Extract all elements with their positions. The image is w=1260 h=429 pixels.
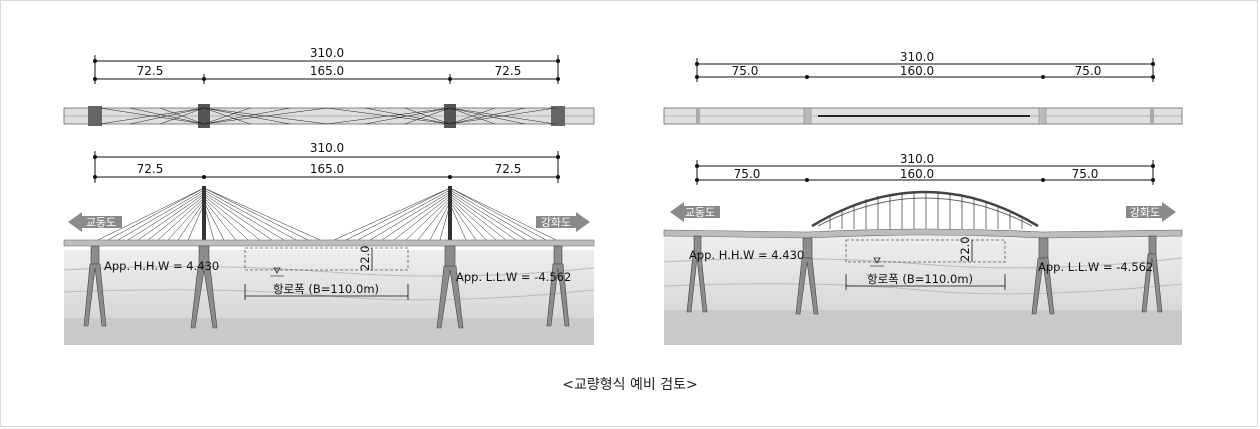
left-pylon-1 [202, 186, 206, 244]
left-plan-view [63, 104, 595, 128]
left-elev-span-2: 165.0 [310, 162, 344, 176]
left-elev-total-span: 310.0 [310, 141, 344, 155]
left-navigation-width: 항로폭 (B=110.0m) [273, 282, 379, 296]
right-arrow-ganghwa-label: 강화도 [1130, 206, 1160, 219]
left-arrow-ganghwa-label: 강화도 [541, 216, 571, 229]
left-plan-span-3: 72.5 [495, 64, 522, 78]
right-elev-total-span: 310.0 [900, 152, 934, 166]
right-elev-span-3: 75.0 [1072, 167, 1099, 181]
left-elev-span-1: 72.5 [137, 162, 164, 176]
left-stay-cables [97, 187, 557, 241]
right-clearance-height: 22.0 [958, 236, 972, 262]
left-deck [63, 239, 595, 247]
figure-caption: <교량형식 예비 검토> [562, 377, 698, 393]
right-deck [663, 228, 1183, 239]
right-arrow-gyodong-label: 교동도 [685, 206, 715, 219]
right-arch [811, 190, 1039, 229]
left-llw-label: App. L.L.W = -4.562 [456, 270, 571, 284]
right-ground [663, 236, 1183, 345]
right-arrow-gyodong: 교동도 [670, 202, 720, 222]
left-arrow-gyodong: 교동도 [68, 212, 122, 232]
right-elevation-dimensions: 310.0 75.0 160.0 75.0 [695, 152, 1155, 185]
right-arrow-ganghwa: 강화도 [1126, 202, 1176, 222]
left-hhw-label: App. H.H.W = 4.430 [104, 259, 219, 273]
right-plan-span-2: 160.0 [900, 64, 934, 78]
right-plan-dimensions: 310.0 75.0 160.0 75.0 [695, 50, 1155, 82]
bridge-comparison-drawing: 310.0 72.5 165.0 72.5 [63, 46, 1183, 345]
left-elevation-dimensions: 310.0 72.5 165.0 72.5 [93, 141, 560, 183]
right-plan-view [663, 107, 1183, 125]
right-elev-span-1: 75.0 [734, 167, 761, 181]
left-plan-total-span: 310.0 [310, 46, 344, 60]
right-arrow-ganghwa: 강화도 [536, 212, 590, 232]
left-pylon-2 [448, 186, 452, 244]
right-hhw-label: App. H.H.W = 4.430 [689, 248, 804, 262]
right-plan-span-3: 75.0 [1075, 64, 1102, 78]
right-bridge: 310.0 75.0 160.0 75.0 310.0 75.0 160.0 7 [663, 50, 1183, 345]
left-clearance-height: 22.0 [358, 245, 372, 271]
right-plan-span-1: 75.0 [732, 64, 759, 78]
right-plan-total-span: 310.0 [900, 50, 934, 64]
left-plan-span-1: 72.5 [137, 64, 164, 78]
left-plan-span-2: 165.0 [310, 64, 344, 78]
left-elev-span-3: 72.5 [495, 162, 522, 176]
right-clearance: 22.0 항로폭 (B=110.0m) App. H.H.W = 4.430 A… [689, 236, 1153, 290]
left-plan-dimensions: 310.0 72.5 165.0 72.5 [93, 46, 560, 84]
left-arrow-gyodong-label: 교동도 [86, 216, 116, 229]
right-llw-label: App. L.L.W = -4.562 [1038, 260, 1153, 274]
right-piers [686, 235, 1163, 315]
left-piers [83, 245, 570, 329]
left-clearance: 22.0 항로폭 (B=110.0m) App. H.H.W = 4.430 A… [104, 245, 571, 300]
left-bridge: 310.0 72.5 165.0 72.5 [63, 46, 595, 345]
right-elev-span-2: 160.0 [900, 167, 934, 181]
right-navigation-width: 항로폭 (B=110.0m) [867, 272, 973, 286]
